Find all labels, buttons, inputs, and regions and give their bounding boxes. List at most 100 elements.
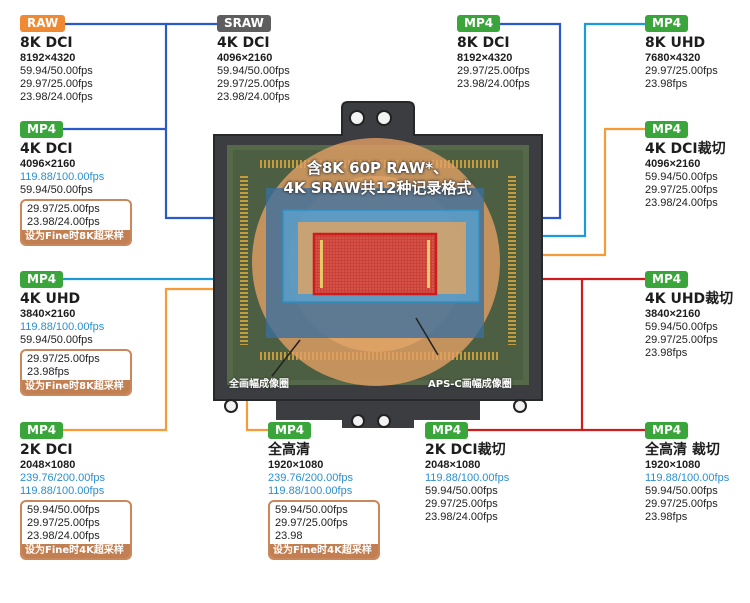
fps-line: 23.98/24.00fps — [425, 511, 498, 523]
sraw-badge: SRAW — [217, 15, 271, 32]
fps-line: 29.97/25.00fps — [645, 184, 718, 196]
fps-line: 29.97/25.00fps — [27, 353, 100, 365]
format-title: 4K UHD裁切 — [645, 291, 734, 307]
fps-line: 59.94/50.00fps — [645, 171, 718, 183]
mp4-badge: MP4 — [645, 271, 689, 288]
format-title: 2K DCI裁切 — [425, 442, 506, 458]
fps-line: 29.97/25.00fps — [645, 65, 718, 77]
supersampling-note: 设为Fine时8K超采样 — [22, 230, 130, 244]
fps-line-highlight: 119.88/100.00fps — [268, 485, 353, 497]
fps-line: 59.94/50.00fps — [217, 65, 290, 77]
format-title: 8K UHD — [645, 35, 706, 51]
block-mp4-fullhd-crop: MP4 全高清 裁切 1920×1080 119.88/100.00fps 59… — [645, 421, 729, 524]
fps-line: 23.98/24.00fps — [217, 91, 290, 103]
fps-line: 23.98fps — [645, 511, 688, 523]
mp4-badge: MP4 — [645, 121, 689, 138]
mp4-badge: MP4 — [20, 121, 64, 138]
fps-line: 29.97/25.00fps — [27, 517, 100, 529]
mp4-badge: MP4 — [20, 271, 64, 288]
fps-line-highlight: 239.76/200.00fps — [268, 472, 354, 484]
supersampling-box: 29.97/25.00fps 23.98/24.00fps 设为Fine时8K超… — [20, 199, 132, 246]
fullframe-circle-label: 全画幅成像圈 — [229, 379, 289, 390]
overlay-title-line1: 含8K 60P RAW*、 — [306, 159, 449, 177]
resolution: 8192×4320 — [20, 52, 76, 64]
mp4-badge: MP4 — [645, 422, 689, 439]
format-title: 4K DCI — [217, 35, 270, 51]
fps-line: 29.97/25.00fps — [645, 334, 718, 346]
format-title: 4K DCI — [20, 141, 73, 157]
resolution: 7680×4320 — [645, 52, 701, 64]
fps-line: 23.98/24.00fps — [457, 78, 530, 90]
fps-line: 23.98fps — [645, 78, 688, 90]
format-title: 全高清 — [268, 442, 310, 458]
fps-line: 23.98/24.00fps — [27, 216, 100, 228]
block-mp4-2k-dci: MP4 2K DCI 2048×1080 239.76/200.00fps 11… — [20, 421, 132, 560]
mp4-badge: MP4 — [20, 422, 64, 439]
fps-line: 59.94/50.00fps — [645, 485, 718, 497]
format-title: 8K DCI — [457, 35, 510, 51]
block-mp4-8k-dci: MP4 8K DCI 8192×4320 29.97/25.00fps 23.9… — [457, 14, 530, 91]
supersampling-box: 59.94/50.00fps 29.97/25.00fps 23.98/24.0… — [20, 500, 132, 560]
supersampling-box: 59.94/50.00fps 29.97/25.00fps 23.98 设为Fi… — [268, 500, 380, 560]
mp4-badge: MP4 — [425, 422, 469, 439]
fps-line: 29.97/25.00fps — [27, 203, 100, 215]
mp4-badge: MP4 — [268, 422, 312, 439]
fps-line: 23.98fps — [27, 366, 70, 378]
block-mp4-2k-dci-crop: MP4 2K DCI裁切 2048×1080 119.88/100.00fps … — [425, 421, 509, 524]
resolution: 3840×2160 — [20, 308, 76, 320]
format-title: 全高清 裁切 — [645, 442, 720, 458]
fps-line: 59.94/50.00fps — [20, 334, 93, 346]
block-mp4-4k-uhd-crop: MP4 4K UHD裁切 3840×2160 59.94/50.00fps 29… — [645, 270, 733, 360]
format-title: 4K DCI裁切 — [645, 141, 726, 157]
fps-line-highlight: 119.88/100.00fps — [645, 472, 730, 484]
overlay-title-line2: 4K SRAW共12种记录格式 — [283, 179, 472, 197]
resolution: 1920×1080 — [268, 459, 324, 471]
block-mp4-8k-uhd: MP4 8K UHD 7680×4320 29.97/25.00fps 23.9… — [645, 14, 718, 91]
fps-line: 59.94/50.00fps — [645, 321, 718, 333]
block-mp4-4k-uhd: MP4 4K UHD 3840×2160 119.88/100.00fps 59… — [20, 270, 132, 396]
format-title: 8K DCI — [20, 35, 73, 51]
resolution: 3840×2160 — [645, 308, 701, 320]
resolution: 4096×2160 — [20, 158, 76, 170]
fps-line: 23.98fps — [645, 347, 688, 359]
fps-line: 23.98/24.00fps — [27, 530, 100, 542]
fps-line: 29.97/25.00fps — [645, 498, 718, 510]
fps-line-highlight: 119.88/100.00fps — [425, 472, 510, 484]
fps-line-highlight: 239.76/200.00fps — [20, 472, 106, 484]
fps-line: 59.94/50.00fps — [27, 504, 100, 516]
apsc-circle-label: APS-C画幅成像圈 — [428, 379, 512, 390]
supersampling-box: 29.97/25.00fps 23.98fps 设为Fine时8K超采样 — [20, 349, 132, 396]
fps-line-highlight: 119.88/100.00fps — [20, 321, 105, 333]
fps-line: 59.94/50.00fps — [275, 504, 348, 516]
fps-line-highlight: 119.88/100.00fps — [20, 171, 105, 183]
format-title: 2K DCI — [20, 442, 73, 458]
format-title: 4K UHD — [20, 291, 81, 307]
fps-line: 29.97/25.00fps — [457, 65, 530, 77]
fps-line: 59.94/50.00fps — [425, 485, 498, 497]
fps-line: 59.94/50.00fps — [20, 184, 93, 196]
fps-line: 23.98/24.00fps — [20, 91, 93, 103]
fps-line: 29.97/25.00fps — [275, 517, 348, 529]
resolution: 4096×2160 — [645, 158, 701, 170]
fps-line: 29.97/25.00fps — [20, 78, 93, 90]
block-raw-8k: RAW 8K DCI 8192×4320 59.94/50.00fps 29.9… — [20, 14, 93, 104]
block-mp4-fullhd: MP4 全高清 1920×1080 239.76/200.00fps 119.8… — [268, 421, 380, 560]
resolution: 8192×4320 — [457, 52, 513, 64]
supersampling-note: 设为Fine时4K超采样 — [270, 544, 378, 558]
overlay-title: 含8K 60P RAW*、 4K SRAW共12种记录格式 — [240, 158, 515, 198]
fps-line: 29.97/25.00fps — [217, 78, 290, 90]
supersampling-note: 设为Fine时4K超采样 — [22, 544, 130, 558]
block-mp4-4k-dci: MP4 4K DCI 4096×2160 119.88/100.00fps 59… — [20, 120, 132, 246]
resolution: 1920×1080 — [645, 459, 701, 471]
resolution: 2048×1080 — [425, 459, 481, 471]
mp4-badge: MP4 — [645, 15, 689, 32]
raw-badge: RAW — [20, 15, 66, 32]
resolution: 4096×2160 — [217, 52, 273, 64]
block-mp4-4k-dci-crop: MP4 4K DCI裁切 4096×2160 59.94/50.00fps 29… — [645, 120, 726, 210]
fps-line: 59.94/50.00fps — [20, 65, 93, 77]
image-sensor — [213, 101, 543, 428]
supersampling-note: 设为Fine时8K超采样 — [22, 380, 130, 394]
block-sraw-4k: SRAW 4K DCI 4096×2160 59.94/50.00fps 29.… — [217, 14, 290, 104]
mp4-badge: MP4 — [457, 15, 501, 32]
